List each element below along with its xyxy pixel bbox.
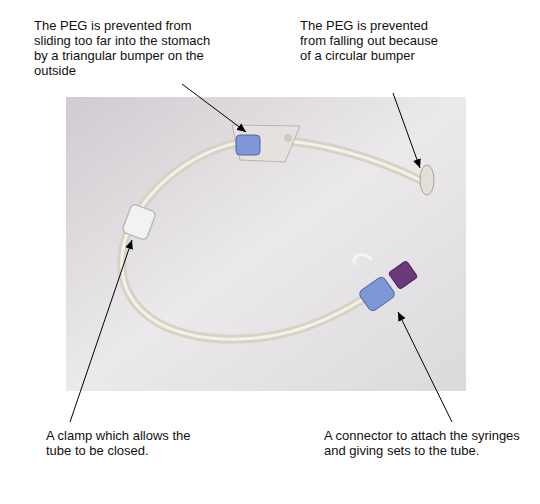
callout-text: A clamp which allows the tube to be clos… bbox=[46, 428, 218, 458]
callout-text: The PEG is prevented from falling out be… bbox=[300, 18, 440, 63]
leader-line bbox=[182, 84, 246, 132]
circular-bumper bbox=[420, 165, 434, 195]
clamp bbox=[122, 203, 157, 240]
leader-line bbox=[393, 93, 420, 168]
purple-cap bbox=[388, 260, 417, 289]
bumper-hole bbox=[284, 134, 292, 142]
connector bbox=[358, 276, 396, 313]
callout-text: A connector to attach the syringes and g… bbox=[324, 428, 529, 458]
photo-background bbox=[66, 97, 466, 391]
leader-line bbox=[398, 312, 452, 422]
tube bbox=[122, 140, 420, 339]
tube-highlight bbox=[122, 140, 420, 339]
callout-text: The PEG is prevented from sliding too fa… bbox=[34, 18, 216, 78]
leader-line bbox=[70, 240, 132, 422]
triangular-bumper bbox=[232, 125, 300, 162]
bumper-connector bbox=[236, 135, 260, 155]
cap-strap bbox=[354, 255, 372, 265]
